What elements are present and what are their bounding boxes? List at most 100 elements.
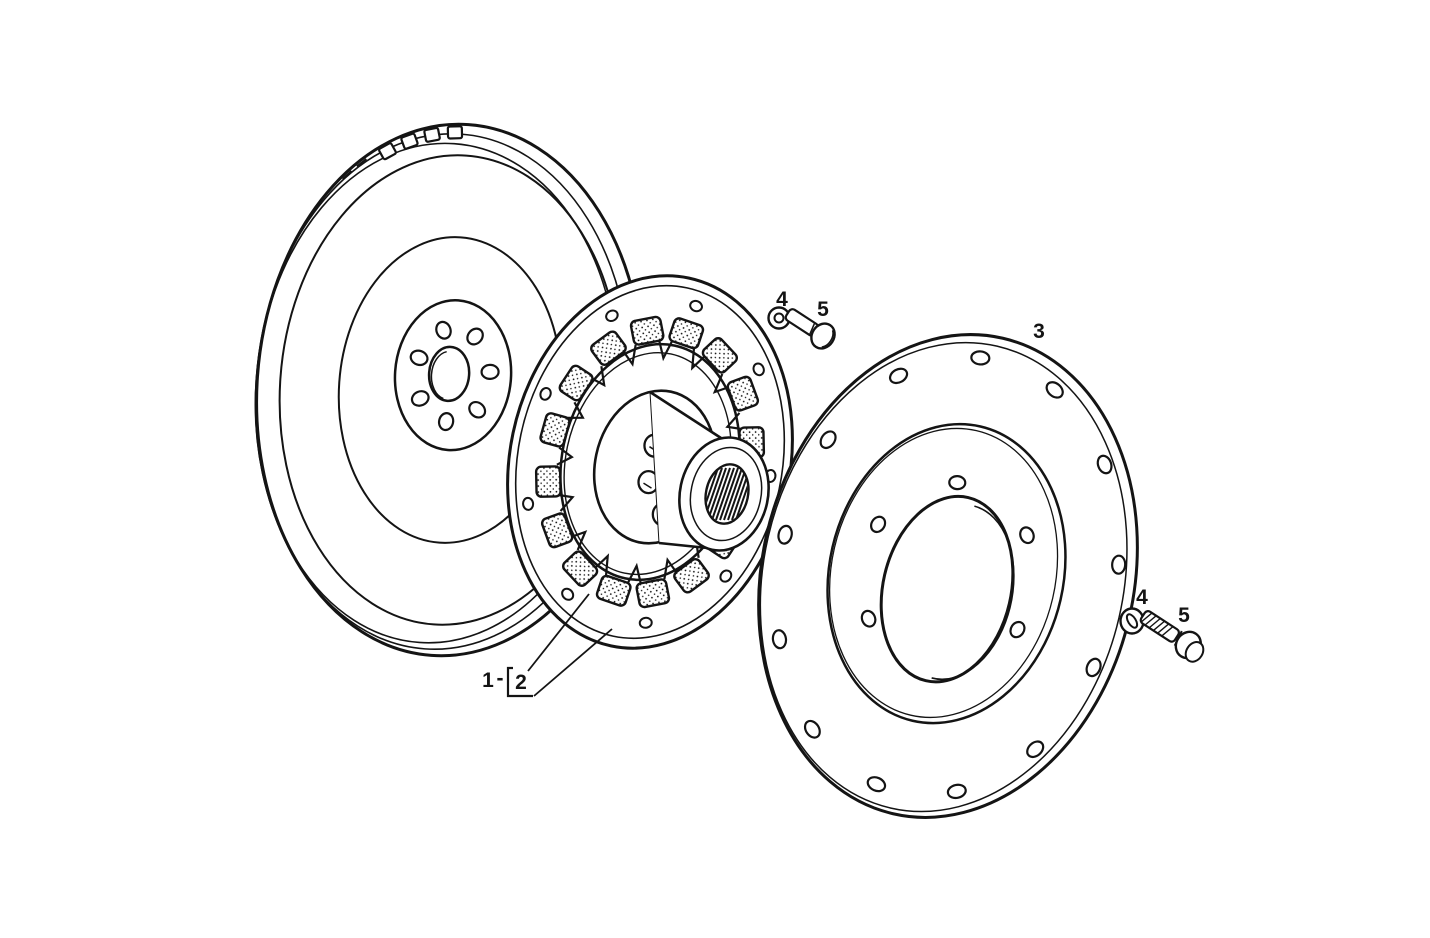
plate-rim-hole: [771, 629, 788, 650]
damper-flange-hole: [539, 387, 552, 401]
flywheel-bolt-hole: [468, 400, 487, 419]
damper-flange-hole: [638, 616, 653, 629]
callout-part2-label: 2: [515, 671, 527, 694]
damper-flange-hole: [752, 362, 765, 377]
spline-tooth-line: [707, 467, 727, 521]
damper-spring-segment: [590, 330, 627, 366]
ring-gear-tooth: [446, 125, 464, 140]
plate-middle-ring: [826, 422, 1067, 725]
flywheel-center-hole: [427, 345, 471, 403]
plate-center-hole: [879, 494, 1015, 684]
damper-spring-segment: [534, 465, 562, 498]
thread-line: [1144, 615, 1157, 626]
label-washer-side: 4: [1136, 586, 1148, 609]
hub-body-top-edge: [649, 390, 722, 440]
ring-gear-tooth: [378, 142, 397, 161]
label-bolt-side: 5: [1178, 604, 1190, 627]
plate-rim-hole: [803, 719, 821, 739]
callout-bracket: [506, 666, 533, 698]
callout-separator: -: [497, 667, 504, 690]
flywheel-bolt-hole: [480, 363, 500, 381]
flywheel-bolt-hole: [437, 412, 455, 432]
ring-gear-tick: [342, 170, 353, 180]
plate-middle-ring-2: [828, 427, 1059, 719]
plate-center-bolt-hole: [860, 609, 877, 628]
plate-rim-hole: [819, 430, 837, 450]
bolt-5-side: [1139, 610, 1205, 663]
plate-center-bolt-hole: [1009, 620, 1026, 639]
bolt-head-cap: [821, 330, 834, 348]
damper-spring-segment: [701, 337, 739, 374]
flywheel-bolt-hole: [409, 349, 429, 367]
plate-rim-hole: [970, 350, 991, 366]
washer-4-top: [767, 306, 791, 330]
damper-flange-hole: [605, 309, 619, 323]
leader-line-to-disc: [533, 628, 613, 697]
ring-gear-teeth: [342, 125, 464, 180]
plate-rim-hole: [1026, 740, 1045, 759]
plate-center-bolt-hole: [1019, 526, 1035, 545]
callout-part1-label: 1: [482, 669, 494, 692]
plate-center-bolt-hole: [948, 475, 967, 491]
bolt-neck-mark: [808, 323, 816, 335]
ring-gear-tooth: [400, 132, 419, 150]
damper-spring-segment: [668, 317, 705, 350]
damper-spring-segment: [595, 574, 632, 607]
damper-spring-segment: [629, 315, 665, 346]
ring-gear-tooth: [423, 126, 441, 143]
label-bolt-top: 5: [817, 298, 829, 321]
spline-tooth-line: [723, 467, 743, 521]
plate-rim-holes: [771, 350, 1127, 800]
plate-rim-hole: [1111, 554, 1127, 575]
flywheel-bolt-hole: [466, 327, 484, 346]
bolt-5-top: [784, 308, 836, 350]
plate-rim-hole: [866, 776, 887, 793]
thread-line: [1140, 612, 1153, 623]
hub-front-chamfer: [689, 446, 763, 542]
ring-gear-tick: [356, 158, 367, 168]
damper-spring-segment: [726, 375, 760, 412]
flywheel-bore-shadow: [430, 350, 447, 400]
plate-rim-hole: [1045, 381, 1064, 399]
damper-spring-segment: [561, 550, 599, 587]
damper-spring-segment: [635, 578, 671, 609]
bolt-head-cap: [1184, 641, 1205, 663]
leader-line-to-spring: [527, 593, 590, 672]
label-drive-plate: 3: [1033, 320, 1045, 343]
plate-rim-hole: [777, 524, 793, 545]
damper-flange-hole: [522, 496, 535, 511]
spline-tooth-line: [719, 467, 739, 521]
callout-damper-group: 1 - 2: [482, 593, 613, 698]
plate-rim-hole: [888, 367, 909, 385]
damper-spring-segment: [540, 512, 574, 549]
flywheel-bolt-hole: [435, 320, 452, 340]
damper-hub: [592, 389, 770, 552]
flywheel-bolt-holes: [409, 320, 500, 432]
plate-rim-hole: [1096, 454, 1113, 475]
bolt-shank: [1139, 610, 1180, 643]
spline-tooth-line: [727, 467, 747, 521]
drive-plate: [757, 333, 1139, 819]
damper-flange-hole: [561, 587, 575, 601]
hub-bolt-mark: [643, 482, 652, 489]
thread-line: [1157, 623, 1169, 634]
plate-rim-hole: [946, 783, 967, 800]
washer-slot: [1125, 613, 1139, 629]
plate-thickness-line: [759, 341, 1128, 813]
label-washer-top: 4: [776, 288, 788, 311]
plate-rim-hole: [1085, 657, 1102, 678]
thread-line: [1161, 626, 1174, 637]
damper-spring-segment: [673, 558, 710, 594]
flywheel-bolt-hole: [410, 390, 430, 407]
thread-line: [1153, 620, 1165, 631]
damper-flange-hole: [689, 299, 703, 313]
damper-flange-hole: [719, 569, 733, 583]
thread-line: [1149, 618, 1161, 629]
washer-inner: [773, 312, 785, 324]
plate-center-bolt-hole: [870, 515, 887, 534]
spline-tooth-line: [715, 467, 735, 521]
plate-bore-shadow: [931, 505, 1015, 681]
bolt-thread-lines: [1140, 612, 1174, 637]
